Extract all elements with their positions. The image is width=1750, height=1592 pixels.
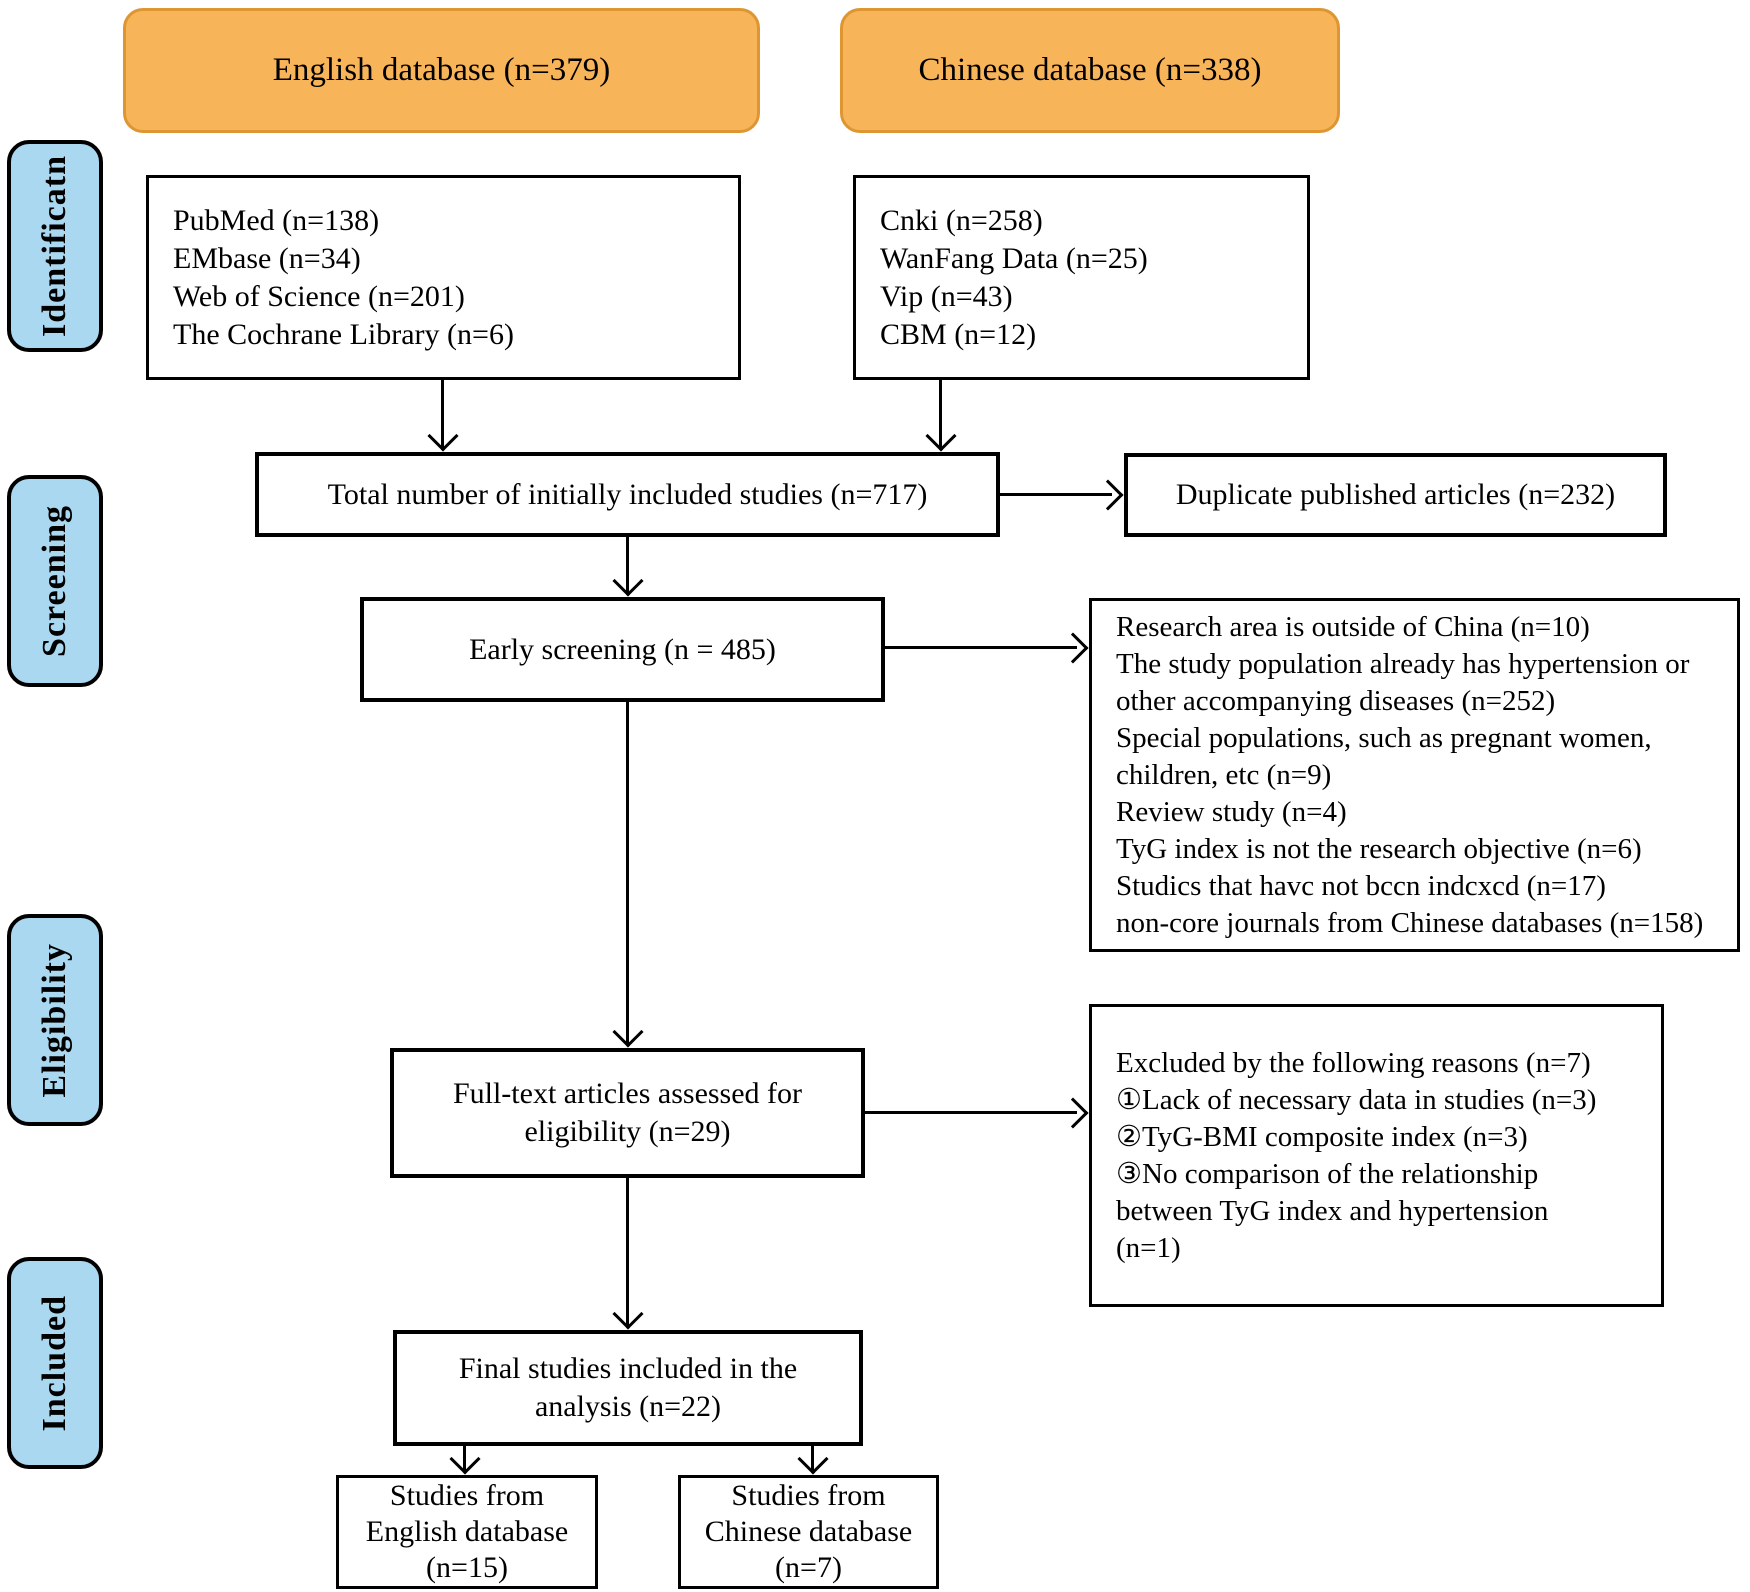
final-english-line: (n=15) (426, 1551, 508, 1584)
final-chinese-line: (n=7) (775, 1551, 842, 1584)
fulltext-exclusion-line: ②TyG-BMI composite index (n=3) (1116, 1120, 1528, 1153)
arrowhead-right-icon (1057, 1097, 1089, 1129)
stage-eligibility-label: Eligibility (36, 942, 73, 1098)
arrow-chinese-to-total-line (939, 380, 942, 448)
english-source-line: The Cochrane Library (n=6) (173, 317, 514, 351)
box-final-english: Studies from English database (n=15) (336, 1475, 598, 1589)
arrowhead-down-icon (612, 565, 644, 597)
box-english-sources: PubMed (n=138) EMbase (n=34) Web of Scie… (146, 175, 741, 380)
final-chinese-line: Studies from (731, 1479, 886, 1512)
arrow-final-to-english-line (463, 1446, 466, 1472)
arrow-final-to-chinese-line (811, 1446, 814, 1472)
fulltext-exclusion-line: between TyG index and hypertension (1116, 1194, 1549, 1227)
screening-exclusion-line: The study population already has hyperte… (1116, 647, 1690, 680)
fulltext-exclusion-line: ①Lack of necessary data in studies (n=3) (1116, 1083, 1597, 1116)
stage-eligibility: Eligibility (7, 914, 103, 1126)
final-english-line: Studies from (389, 1479, 545, 1512)
fulltext-exclusion-line: ③No comparison of the relationship (1116, 1157, 1539, 1190)
box-chinese-sources: Cnki (n=258) WanFang Data (n=25) Vip (n=… (853, 175, 1310, 380)
box-final-included: Final studies included in the analysis (… (393, 1330, 863, 1446)
arrow-total-to-early-line (626, 537, 629, 593)
english-source-line: PubMed (n=138) (173, 203, 380, 237)
arrow-english-to-total-line (441, 380, 444, 448)
arrowhead-down-icon (612, 1298, 644, 1330)
arrowhead-down-icon (427, 420, 459, 452)
arrowhead-down-icon (449, 1443, 481, 1475)
banner-chinese-database: Chinese database (n=338) (840, 8, 1340, 133)
screening-exclusion-line: Review study (n=4) (1116, 795, 1347, 828)
arrow-total-to-duplicates-line (1000, 493, 1112, 496)
total-included-text: Total number of initially included studi… (327, 477, 928, 511)
fulltext-line: eligibility (n=29) (524, 1115, 731, 1148)
arrowhead-right-icon (1057, 632, 1089, 664)
final-included-line: Final studies included in the (458, 1352, 798, 1385)
final-english-line: English database (365, 1515, 569, 1548)
english-source-line: EMbase (n=34) (173, 241, 361, 275)
box-final-chinese: Studies from Chinese database (n=7) (678, 1475, 939, 1589)
arrow-early-to-fulltext-line (626, 702, 629, 1044)
final-included-line: analysis (n=22) (534, 1390, 722, 1423)
banner-english-database: English database (n=379) (123, 8, 760, 133)
stage-included: Included (7, 1257, 103, 1469)
stage-screening-label: Screening (36, 505, 73, 657)
arrow-early-to-exclusions-line (885, 646, 1077, 649)
screening-exclusion-line: children, etc (n=9) (1116, 758, 1332, 791)
arrow-fulltext-to-final-line (626, 1178, 629, 1326)
final-chinese-line: Chinese database (704, 1515, 913, 1548)
banner-chinese-label: Chinese database (n=338) (918, 52, 1262, 88)
stage-screening: Screening (7, 475, 103, 687)
chinese-source-line: Vip (n=43) (880, 279, 1013, 313)
box-fulltext-exclusions: Excluded by the following reasons (n=7) … (1089, 1004, 1664, 1307)
chinese-source-line: WanFang Data (n=25) (880, 241, 1148, 275)
arrowhead-down-icon (612, 1016, 644, 1048)
box-screening-exclusions: Research area is outside of China (n=10)… (1089, 598, 1740, 952)
arrow-fulltext-to-exclusions-line (865, 1111, 1077, 1114)
arrowhead-right-icon (1092, 479, 1124, 511)
screening-exclusion-line: Special populations, such as pregnant wo… (1116, 721, 1652, 754)
banner-english-label: English database (n=379) (272, 52, 611, 88)
screening-exclusion-line: TyG index is not the research objective … (1116, 832, 1642, 865)
screening-exclusion-line: non-core journals from Chinese databases… (1116, 906, 1704, 939)
fulltext-line: Full-text articles assessed for (452, 1077, 803, 1110)
duplicates-text: Duplicate published articles (n=232) (1175, 478, 1616, 511)
box-fulltext: Full-text articles assessed for eligibil… (390, 1048, 865, 1178)
arrowhead-down-icon (925, 420, 957, 452)
screening-exclusion-line: Research area is outside of China (n=10) (1116, 610, 1590, 643)
box-duplicates: Duplicate published articles (n=232) (1124, 453, 1667, 537)
chinese-source-line: Cnki (n=258) (880, 203, 1043, 237)
box-total-included: Total number of initially included studi… (255, 452, 1000, 537)
fulltext-exclusion-line: Excluded by the following reasons (n=7) (1116, 1046, 1591, 1079)
english-source-line: Web of Science (n=201) (173, 279, 465, 313)
chinese-source-line: CBM (n=12) (880, 317, 1037, 351)
screening-exclusion-line: Studics that havc not bccn indcxcd (n=17… (1116, 869, 1606, 902)
stage-identification: Identificatn (7, 140, 103, 352)
box-early-screening: Early screening (n = 485) (360, 597, 885, 702)
stage-identification-label: Identificatn (36, 155, 73, 337)
fulltext-exclusion-line: (n=1) (1116, 1231, 1181, 1264)
stage-included-label: Included (36, 1294, 73, 1432)
early-screening-text: Early screening (n = 485) (469, 632, 776, 666)
arrowhead-down-icon (797, 1443, 829, 1475)
screening-exclusion-line: other accompanying diseases (n=252) (1116, 684, 1556, 717)
